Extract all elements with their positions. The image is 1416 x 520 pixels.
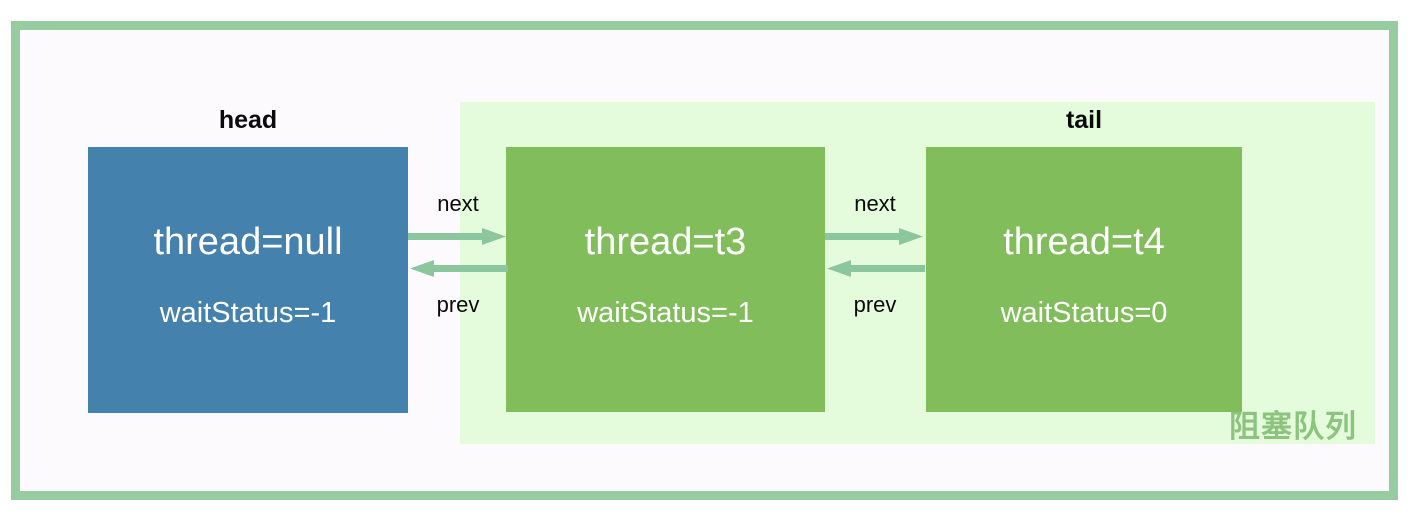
diagram-frame: 阻塞队列 head tail thread=null waitStatus=-1…: [11, 21, 1398, 500]
next-arrow-icon: [408, 228, 506, 245]
node-caption-head: head: [218, 106, 278, 134]
link-t3-t4-prev-label: prev: [853, 292, 897, 317]
link-head-t3-next-label: next: [437, 191, 479, 216]
node-head-waitstatus: waitStatus=-1: [159, 297, 337, 329]
node-t3-waitstatus: waitStatus=-1: [577, 297, 754, 329]
node-t3-thread: thread=t3: [584, 221, 747, 263]
link-t3-t4-next-label: next: [854, 191, 896, 216]
link-t3-to-t4: next prev: [825, 180, 925, 330]
node-head[interactable]: thread=null waitStatus=-1: [88, 147, 408, 413]
link-t3-t4-arrows-icon: [825, 228, 925, 277]
link-head-t3-prev-label: prev: [436, 292, 480, 317]
next-arrow-icon: [825, 228, 923, 245]
link-head-t3-arrows-icon: [408, 228, 508, 277]
node-t3[interactable]: thread=t3 waitStatus=-1: [506, 147, 825, 412]
node-t4[interactable]: thread=t4 waitStatus=0: [926, 147, 1242, 412]
node-head-thread: thread=null: [153, 221, 343, 263]
prev-arrow-icon: [410, 260, 508, 277]
node-caption-tail: tail: [1065, 106, 1103, 134]
node-t4-thread: thread=t4: [1003, 221, 1165, 263]
node-t4-waitstatus: waitStatus=0: [1000, 297, 1168, 329]
blocking-queue-label: 阻塞队列: [1229, 409, 1357, 444]
prev-arrow-icon: [827, 260, 925, 277]
link-head-to-t3: next prev: [408, 180, 508, 330]
